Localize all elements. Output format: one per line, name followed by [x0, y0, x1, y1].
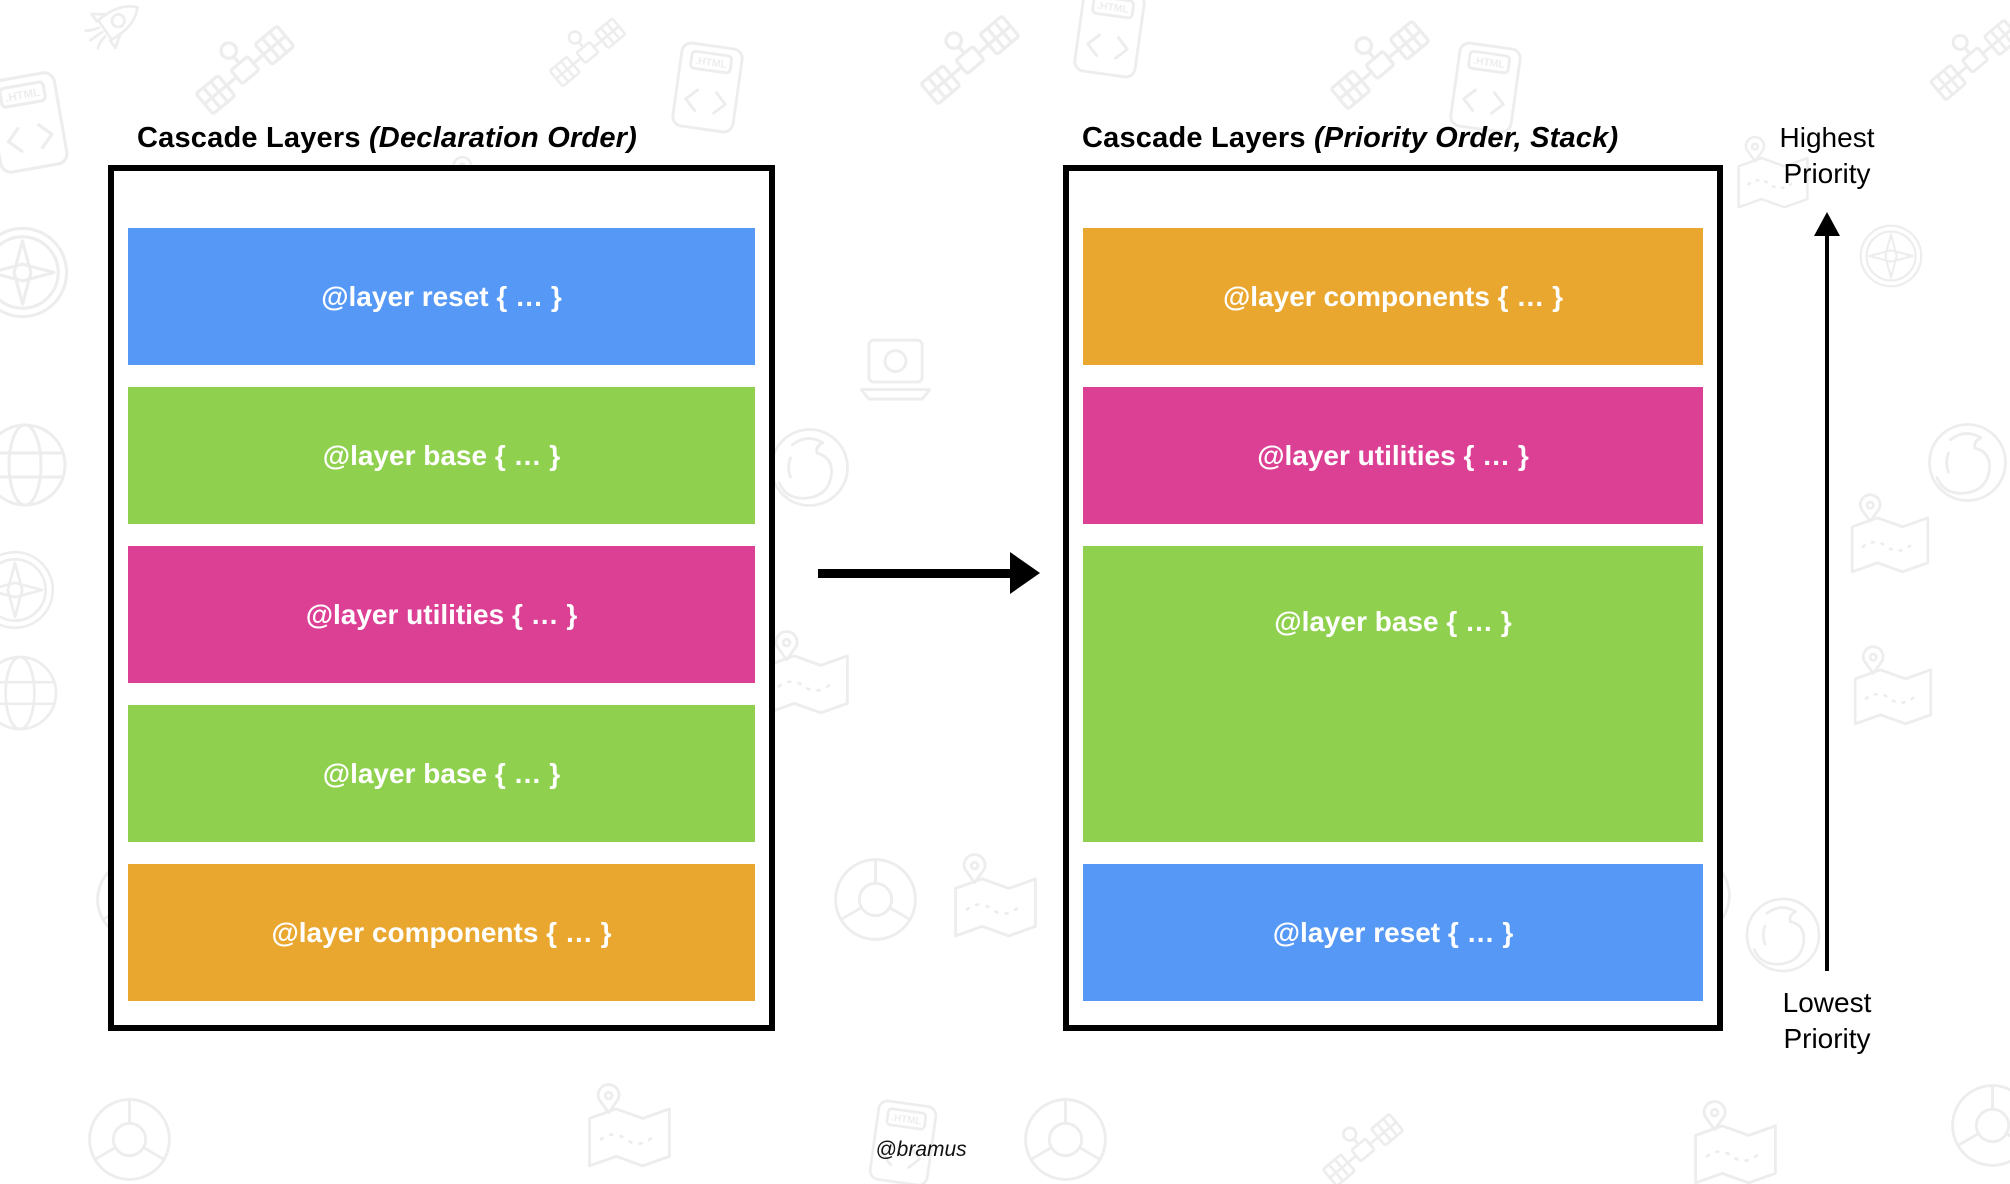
firefox-icon	[1928, 423, 2007, 502]
layer-block-utilities: @layer utilities { … }	[1083, 387, 1703, 524]
map-icon	[1850, 493, 1930, 574]
chrome-icon	[834, 858, 917, 941]
layer-block-components: @layer components { … }	[1083, 228, 1703, 365]
layer-block-reset: @layer reset { … }	[128, 228, 755, 365]
layer-block-label: @layer base { … }	[1274, 606, 1512, 637]
highest-priority-label: Highest Priority	[1779, 122, 1875, 189]
layer-block-label: @layer reset { … }	[321, 280, 562, 312]
flow-arrow-shaft	[818, 569, 1010, 578]
left-panel-title-note: (Declaration Order)	[368, 122, 638, 154]
map-icon	[588, 1083, 671, 1168]
left-panel-title-main: Cascade Layers	[137, 122, 361, 154]
firefox-icon	[770, 428, 849, 507]
declaration-order-panel: @layer reset { … } @layer base { … } @laye…	[108, 165, 775, 1031]
map-icon	[954, 853, 1037, 938]
satellite-icon	[538, 5, 627, 88]
map-icon	[1853, 645, 1933, 726]
rocket-icon	[68, 0, 159, 70]
html-file-icon	[0, 69, 71, 176]
right-panel-title: Cascade Layers (Priority Order, Stack)	[1082, 122, 1618, 155]
layer-block-label: @layer components { … }	[271, 916, 612, 948]
chrome-icon	[88, 1098, 171, 1181]
layer-block-base: @layer base { … }	[128, 387, 755, 524]
right-panel-title-note: (Priority Order, Stack)	[1313, 122, 1619, 154]
chrome-icon	[1951, 1084, 2010, 1167]
globe-icon	[0, 655, 58, 731]
satellite-icon	[181, 9, 296, 116]
left-panel-title: Cascade Layers (Declaration Order)	[137, 122, 637, 155]
map-icon	[766, 630, 849, 715]
layer-block-label: @layer reset { … }	[1272, 916, 1514, 948]
satellite-icon	[1316, 4, 1431, 111]
globe-icon	[0, 423, 67, 507]
html-file-icon	[1072, 0, 1147, 80]
priority-arrow-head-icon	[1814, 212, 1840, 236]
layer-block-reset: @layer reset { … }	[1083, 864, 1703, 1001]
satellite-icon	[1917, 4, 2010, 102]
layer-block-base: @layer base { … }	[1083, 546, 1703, 842]
flow-arrow-head-icon	[1010, 552, 1040, 594]
compass-icon	[0, 550, 55, 630]
satellite-icon	[906, 0, 1021, 106]
right-panel-title-main: Cascade Layers	[1082, 122, 1306, 154]
compass-icon	[0, 226, 69, 319]
layer-block-label: @layer components { … }	[1222, 280, 1564, 312]
chrome-icon	[1024, 1098, 1107, 1181]
priority-order-panel: @layer components { … } @layer utilities …	[1063, 165, 1723, 1031]
html-file-icon	[670, 40, 745, 135]
layer-block-base: @layer base { … }	[128, 705, 755, 842]
layer-block-utilities: @layer utilities { … }	[128, 546, 755, 683]
layer-block-label: @layer utilities { … }	[305, 598, 578, 630]
layer-block-label: @layer utilities { … }	[1257, 439, 1529, 471]
map-icon	[1694, 1100, 1777, 1184]
compass-icon	[1859, 224, 1923, 288]
layer-block-label: @layer base { … }	[322, 439, 561, 471]
priority-arrow-shaft	[1825, 232, 1829, 971]
firefox-icon	[1745, 897, 1821, 973]
lowest-priority-label: Lowest Priority	[1782, 987, 1872, 1054]
layer-block-components: @layer components { … }	[128, 864, 755, 1001]
satellite-icon	[1311, 1100, 1405, 1184]
html-file-icon	[1448, 40, 1523, 135]
layer-block-label: @layer base { … }	[322, 757, 561, 789]
laptop-icon	[859, 338, 932, 401]
credit-label: @bramus	[875, 1138, 967, 1161]
